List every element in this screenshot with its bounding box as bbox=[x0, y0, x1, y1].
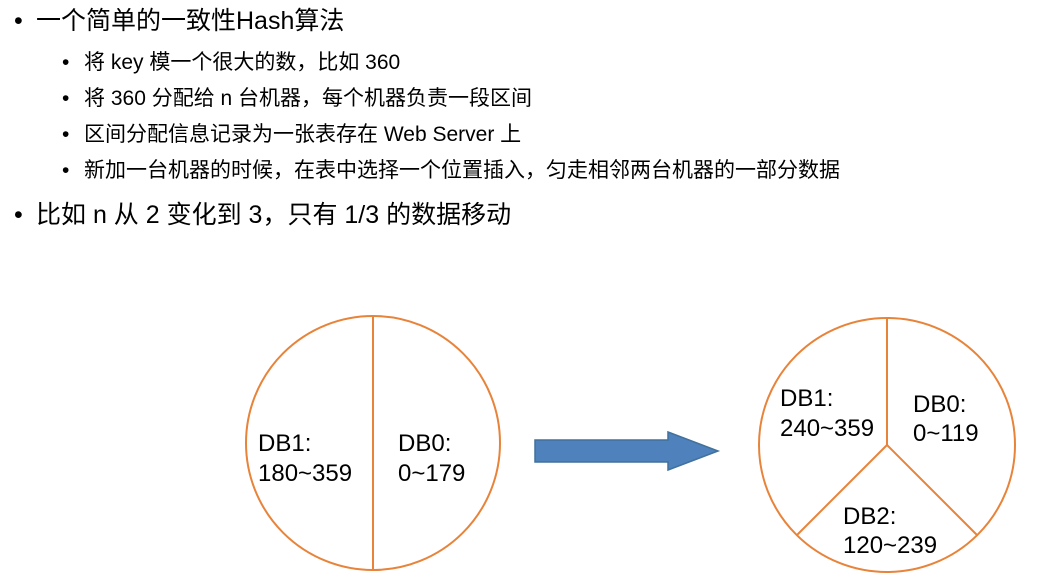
bullet-dot: • bbox=[14, 201, 23, 229]
bullet-dot: • bbox=[14, 7, 23, 35]
sub-bullet-text: 新加一台机器的时候，在表中选择一个位置插入，匀走相邻两台机器的一部分数据 bbox=[84, 159, 840, 182]
segment-range-label: 0~179 bbox=[398, 460, 465, 487]
bullet-dot: • bbox=[62, 87, 70, 110]
ring-divider bbox=[886, 444, 978, 536]
ring-divider bbox=[796, 444, 888, 536]
segment-name-label: DB2: bbox=[843, 503, 896, 530]
segment-name-label: DB0: bbox=[913, 391, 966, 418]
bullet-dot: • bbox=[62, 159, 70, 182]
segment-range-label: 180~359 bbox=[258, 460, 352, 487]
segment-name-label: DB1: bbox=[780, 385, 833, 412]
segment-name-label: DB0: bbox=[398, 430, 451, 457]
segment-range-label: 120~239 bbox=[843, 532, 937, 559]
segment-range-label: 240~359 bbox=[780, 415, 874, 442]
ring-after: DB1: 240~359 DB0: 0~119 DB2: 120~239 bbox=[758, 317, 1016, 573]
segment-range-label: 0~119 bbox=[913, 420, 979, 447]
sub-bullet-text: 将 key 模一个很大的数，比如 360 bbox=[84, 51, 401, 74]
transition-arrow bbox=[534, 430, 721, 472]
bullet-text: 一个简单的一致性Hash算法 bbox=[36, 7, 345, 35]
sub-bullet-text: 区间分配信息记录为一张表存在 Web Server 上 bbox=[84, 123, 522, 146]
segment-name-label: DB1: bbox=[258, 430, 311, 457]
bullet-dot: • bbox=[62, 123, 70, 146]
bullet-text: 比如 n 从 2 变化到 3，只有 1/3 的数据移动 bbox=[36, 201, 512, 229]
bullet-dot: • bbox=[62, 51, 70, 74]
sub-bullet-text: 将 360 分配给 n 台机器，每个机器负责一段区间 bbox=[84, 87, 533, 110]
ring-before: DB1: 180~359 DB0: 0~179 bbox=[245, 315, 501, 571]
